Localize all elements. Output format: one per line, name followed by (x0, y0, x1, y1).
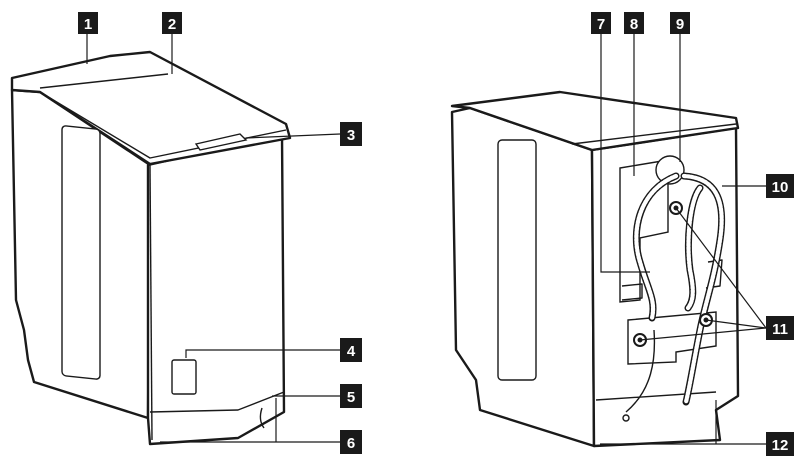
lid-handle (194, 133, 248, 151)
leader-lines (86, 34, 772, 445)
callout-2: 2 (162, 12, 182, 34)
water-inlet-valve-2 (699, 313, 713, 327)
callout-3-label: 3 (347, 127, 355, 144)
callout-5-label: 5 (347, 389, 355, 406)
callout-4: 4 (340, 338, 362, 362)
rear-machine-top (450, 90, 740, 152)
callout-10-label: 10 (772, 179, 789, 196)
leader-11c (639, 327, 767, 341)
front-lid-divider (39, 73, 169, 89)
leader-7 (600, 34, 650, 273)
rear-top-lip (571, 123, 737, 145)
rear-lower-cutout (627, 311, 717, 365)
leader-11b (705, 319, 767, 329)
drain-hose-inner (634, 173, 679, 321)
inlet-hose-second-inner (685, 185, 703, 311)
rear-drain-hole (622, 414, 630, 422)
callout-9: 9 (670, 12, 690, 34)
front-machine-face (146, 133, 286, 446)
rear-plinth (595, 391, 717, 401)
callout-6: 6 (340, 430, 362, 454)
callout-1-label: 1 (84, 16, 92, 33)
callout-5: 5 (340, 384, 362, 408)
inlet-hose-inner (681, 173, 724, 405)
front-face-vline (149, 164, 153, 441)
front-view-machine (10, 50, 292, 446)
leader-4 (185, 349, 340, 358)
leader-3 (245, 133, 341, 139)
callout-6-label: 6 (347, 435, 355, 452)
callout-4-label: 4 (347, 343, 356, 360)
front-machine-lid (10, 50, 292, 166)
callout-8-label: 8 (630, 16, 638, 33)
callout-7: 7 (591, 12, 611, 34)
callout-8: 8 (624, 12, 644, 34)
rear-hose-bracket (621, 283, 643, 301)
callout-12: 12 (766, 432, 794, 456)
callout-1: 1 (78, 12, 98, 34)
callout-9-label: 9 (676, 16, 684, 33)
callout-11-label: 11 (772, 321, 788, 338)
rear-view-machine (450, 90, 740, 448)
callout-12-label: 12 (772, 437, 789, 454)
leader-11a (675, 207, 767, 329)
callout-11: 11 (766, 316, 794, 340)
callout-2-label: 2 (168, 16, 176, 33)
front-service-plate (171, 359, 197, 395)
front-foot-curve (259, 407, 265, 429)
callout-10: 10 (766, 174, 794, 198)
front-plinth (149, 391, 285, 413)
rear-side-recess (497, 139, 537, 381)
callout-7-label: 7 (597, 16, 605, 33)
callout-3: 3 (340, 122, 362, 146)
side-recess-panel (61, 125, 101, 380)
